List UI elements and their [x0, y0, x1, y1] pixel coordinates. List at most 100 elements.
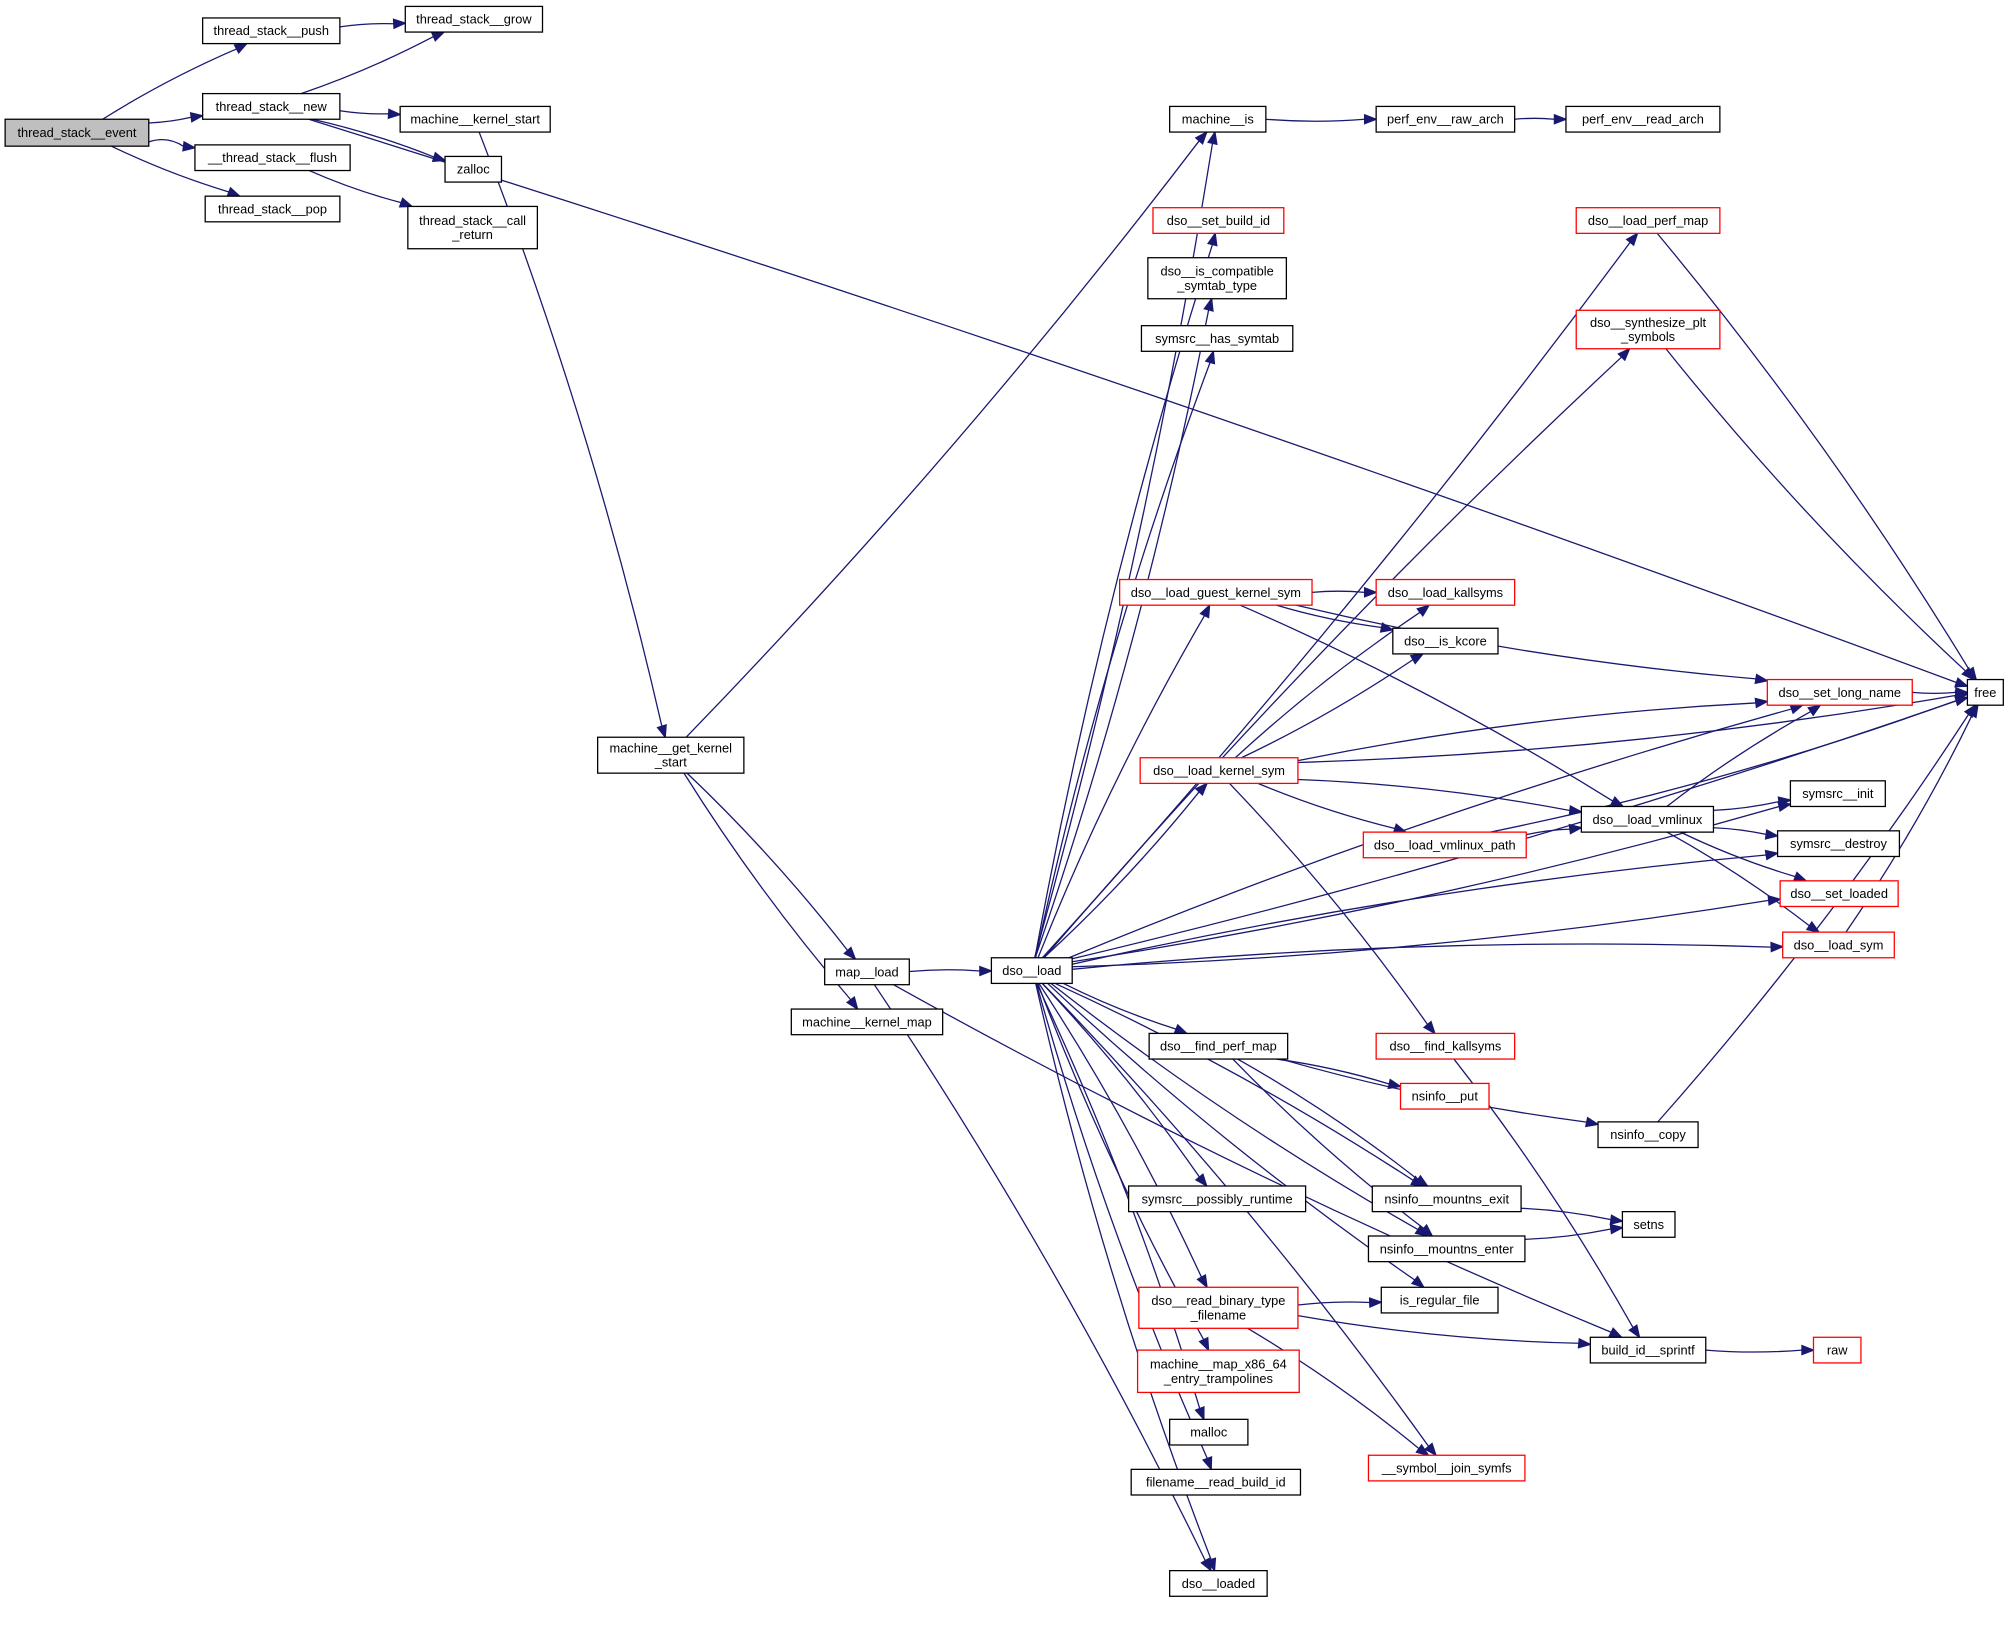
edge-kernsym-to-vmpath [1257, 782, 1408, 834]
node-pop[interactable]: thread_stack__pop [204, 195, 341, 223]
node-setns[interactable]: setns [1621, 1210, 1676, 1238]
arrowhead-icon [1207, 231, 1218, 247]
node-event[interactable]: thread_stack__event [4, 118, 150, 147]
node-box [1789, 780, 1886, 808]
edge-dsoload-to-symdestroy [1072, 849, 1780, 965]
node-findkall[interactable]: dso__find_kallsyms [1375, 1032, 1516, 1060]
node-free[interactable]: free [1966, 678, 2004, 706]
node-nsput[interactable]: nsinfo__put [1399, 1082, 1490, 1110]
node-new[interactable]: thread_stack__new [201, 92, 341, 120]
node-label: dso__is_compatible [1160, 264, 1273, 279]
node-flush[interactable]: __thread_stack__flush [194, 144, 351, 172]
node-box [1152, 207, 1285, 234]
node-guest[interactable]: dso__load_guest_kernel_sym [1119, 578, 1313, 606]
node-nsexit[interactable]: nsinfo__mountns_exit [1371, 1185, 1522, 1213]
arrowhead-icon [845, 996, 859, 1011]
node-possrt[interactable]: symsrc__possibly_runtime [1127, 1185, 1307, 1213]
arrowhead-icon [1792, 871, 1808, 882]
node-joinsym[interactable]: __symbol__join_symfs [1367, 1454, 1526, 1482]
node-syminit[interactable]: symsrc__init [1789, 780, 1886, 808]
node-label: nsinfo__copy [1610, 1127, 1686, 1142]
node-label: dso__load_vmlinux_path [1374, 837, 1516, 852]
node-compat[interactable]: dso__is_compatible_symtab_type [1147, 257, 1288, 300]
node-plt[interactable]: dso__synthesize_plt_symbols [1575, 309, 1721, 350]
node-loaded[interactable]: dso__loaded [1169, 1569, 1268, 1597]
node-label: dso__set_long_name [1779, 685, 1902, 700]
node-label: _filename [1190, 1307, 1247, 1322]
node-findperf[interactable]: dso__find_perf_map [1148, 1032, 1289, 1060]
node-label: _entry_trampolines [1163, 1371, 1273, 1386]
node-longname[interactable]: dso__set_long_name [1766, 678, 1913, 706]
node-readbid[interactable]: filename__read_build_id [1130, 1468, 1302, 1496]
node-box [1766, 678, 1913, 706]
arrowhead-icon [1203, 297, 1214, 312]
node-label: perf_env__raw_arch [1387, 112, 1504, 127]
node-loadsym[interactable]: dso__load_sym [1782, 931, 1895, 959]
arrowhead-icon [1410, 1275, 1426, 1289]
edge-mgks-to-mis [685, 130, 1208, 738]
edge-vmlinux-to-longname [1666, 704, 1822, 807]
node-symdestroy[interactable]: symsrc__destroy [1776, 830, 1901, 858]
node-push[interactable]: thread_stack__push [201, 17, 341, 45]
node-perfmap[interactable]: dso__load_perf_map [1575, 207, 1721, 234]
arrowhead-icon [1608, 1327, 1624, 1339]
node-label: is_regular_file [1400, 1293, 1480, 1308]
node-label: thread_stack__new [216, 99, 328, 114]
edge-mapload-to-dsoload [909, 965, 994, 977]
node-label: nsinfo__mountns_enter [1380, 1241, 1515, 1256]
node-bidspr[interactable]: build_id__sprintf [1589, 1336, 1707, 1364]
node-box [1597, 1121, 1699, 1149]
node-readarch[interactable]: perf_env__read_arch [1565, 105, 1721, 133]
node-grow[interactable]: thread_stack__grow [404, 5, 544, 33]
node-label: dso__load_kallsyms [1388, 585, 1503, 600]
node-box [1127, 1185, 1307, 1213]
node-vmpath[interactable]: dso__load_vmlinux_path [1362, 831, 1527, 859]
edge-vmpath-to-free [1490, 695, 1970, 833]
node-kernsym[interactable]: dso__load_kernel_sym [1139, 757, 1299, 785]
node-readbin[interactable]: dso__read_binary_type_filename [1138, 1286, 1299, 1329]
node-label: dso__load_kernel_sym [1153, 763, 1285, 778]
node-kallsyms[interactable]: dso__load_kallsyms [1375, 578, 1516, 606]
node-nsenter[interactable]: nsinfo__mountns_enter [1367, 1235, 1526, 1263]
node-vmlinux[interactable]: dso__load_vmlinux [1580, 805, 1715, 833]
arrowhead-icon [189, 111, 205, 123]
node-nscopy[interactable]: nsinfo__copy [1597, 1121, 1699, 1149]
node-hassym[interactable]: symsrc__has_symtab [1140, 325, 1294, 352]
node-isreg[interactable]: is_regular_file [1380, 1286, 1499, 1314]
node-box [1589, 1336, 1707, 1364]
node-dsoload[interactable]: dso__load [990, 957, 1073, 985]
node-mks[interactable]: machine__kernel_start [399, 105, 551, 133]
node-zalloc[interactable]: zalloc [444, 155, 503, 183]
arrowhead-icon [1194, 782, 1209, 796]
arrowhead-icon [1609, 1223, 1625, 1235]
edge-dsoload-to-findperf [1063, 982, 1189, 1035]
edge-nscopy-to-free [1657, 703, 1977, 1123]
node-label: perf_env__read_arch [1582, 112, 1704, 127]
node-box [1380, 1286, 1499, 1314]
node-mapload[interactable]: map__load [824, 958, 910, 986]
node-raw[interactable]: raw [1812, 1336, 1862, 1364]
node-setbid[interactable]: dso__set_build_id [1152, 207, 1285, 234]
node-mis[interactable]: machine__is [1169, 105, 1267, 133]
node-rawarch[interactable]: perf_env__raw_arch [1375, 105, 1516, 133]
arrowhead-icon [1409, 653, 1425, 665]
arrowhead-icon [431, 151, 447, 163]
node-box [824, 958, 910, 986]
node-box [1169, 105, 1267, 133]
node-label: _start [654, 755, 687, 770]
node-setloaded[interactable]: dso__set_loaded [1779, 880, 1899, 908]
edge-new-to-zalloc [312, 118, 447, 163]
node-mgks[interactable]: machine__get_kernel_start [597, 736, 745, 774]
node-box [444, 155, 503, 183]
node-callret[interactable]: thread_stack__call_return [407, 205, 539, 250]
node-box [1169, 1418, 1249, 1446]
arrowhead-icon [1201, 1456, 1213, 1472]
edge-kernsym-to-longname [1297, 697, 1770, 762]
node-mkmap[interactable]: machine__kernel_map [790, 1008, 944, 1036]
arrowhead-icon [1198, 1336, 1210, 1352]
node-malloc[interactable]: malloc [1169, 1418, 1249, 1446]
node-tramp[interactable]: machine__map_x86_64_entry_trampolines [1136, 1349, 1300, 1394]
edge-mis-to-rawarch [1265, 113, 1378, 125]
node-kcore[interactable]: dso__is_kcore [1392, 627, 1499, 655]
arrowhead-icon [1363, 586, 1378, 598]
